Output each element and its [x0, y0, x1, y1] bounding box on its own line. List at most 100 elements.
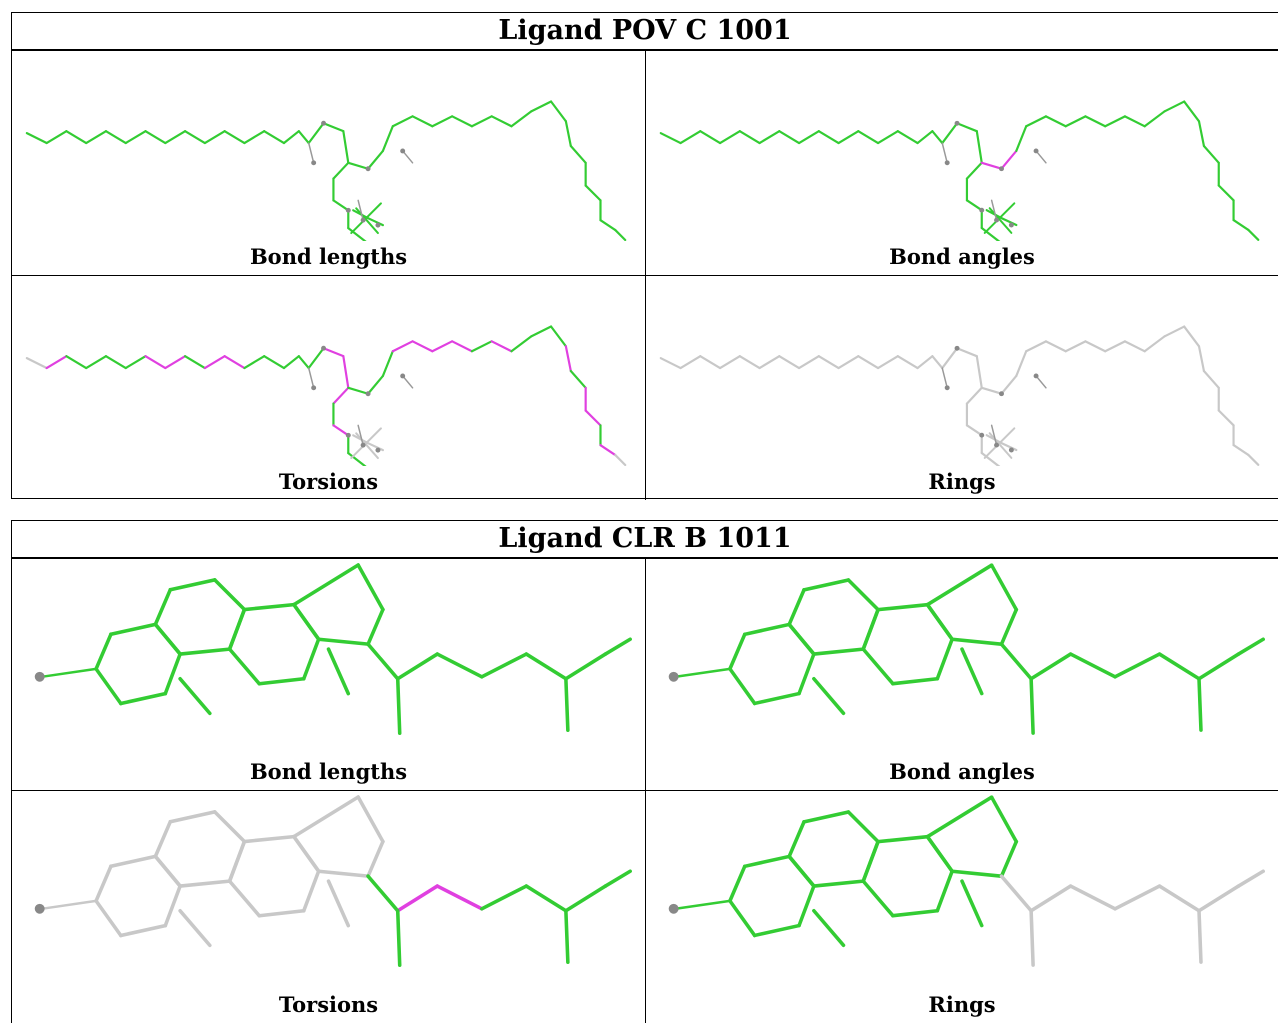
bond — [307, 142, 315, 164]
ring-bond — [846, 810, 880, 844]
bond — [524, 652, 568, 681]
bond — [164, 130, 187, 145]
bond — [837, 355, 860, 370]
bond — [584, 409, 602, 427]
ring-bond — [366, 839, 385, 878]
bond — [366, 149, 384, 170]
bond — [451, 115, 474, 128]
bond — [549, 100, 567, 123]
panel-torsions: Torsions — [12, 276, 645, 500]
bond — [144, 130, 167, 145]
ligand-table-clr: Ligand CLR B 1011 Bond lengths Bond angl… — [11, 520, 1278, 1023]
atom — [400, 148, 406, 154]
ring-bond — [168, 578, 217, 592]
panel-label: Bond angles — [889, 759, 1035, 784]
bond — [876, 355, 899, 370]
bond — [1113, 884, 1162, 911]
bond — [674, 899, 732, 911]
panel-label: Rings — [928, 992, 996, 1017]
ring-bond — [846, 578, 880, 612]
ring-bond — [227, 879, 262, 918]
ring-bond — [812, 647, 866, 656]
panel-rings: Rings — [645, 791, 1278, 1023]
bond — [1163, 100, 1186, 113]
molecule-diagram — [25, 100, 627, 241]
bond — [1029, 676, 1035, 735]
bond — [243, 355, 266, 370]
bond — [164, 355, 187, 370]
bond — [85, 130, 108, 145]
ring-bond — [153, 622, 182, 656]
ring-bond — [876, 602, 930, 612]
bond — [391, 115, 414, 128]
bond — [955, 347, 978, 358]
ring-bond — [742, 854, 791, 869]
panel-bond-angles: Bond angles — [645, 559, 1278, 790]
ring-bond — [728, 632, 747, 671]
bond — [1123, 340, 1146, 353]
ring-bond — [891, 908, 940, 918]
bond — [1236, 869, 1265, 888]
ring-bond — [802, 810, 851, 824]
bond — [347, 227, 367, 241]
bond — [1232, 218, 1250, 232]
bond — [1035, 150, 1047, 164]
bond — [1084, 340, 1107, 353]
panel-bond-lengths: Bond lengths — [12, 559, 645, 790]
bond — [282, 355, 300, 370]
bond — [203, 130, 226, 145]
bond — [1044, 115, 1067, 128]
bond — [965, 199, 983, 212]
bond — [366, 442, 384, 452]
ring-bond — [168, 810, 217, 824]
ring-bond — [925, 834, 954, 874]
bond — [342, 130, 350, 164]
bond — [941, 142, 948, 164]
molecule-diagram — [668, 563, 1265, 735]
ring-bond — [728, 899, 757, 938]
bond — [307, 122, 325, 145]
ring-bond — [797, 884, 816, 928]
atom — [360, 217, 366, 223]
ligand-table-pov: Ligand POV C 1001 Bond lengths Bond angl… — [11, 12, 1278, 500]
bond — [941, 347, 959, 370]
bond — [435, 884, 484, 911]
bond — [584, 184, 602, 202]
bond — [45, 130, 68, 145]
bond — [1000, 374, 1018, 395]
atom — [345, 207, 351, 213]
bond — [975, 130, 983, 164]
bond — [65, 130, 88, 145]
bond — [1202, 144, 1220, 164]
bond — [307, 367, 315, 389]
bond — [876, 130, 899, 145]
bond — [1217, 409, 1235, 427]
bond — [282, 130, 300, 145]
ring-bond — [163, 652, 182, 696]
panel-row: Bond lengths Bond angles — [12, 50, 1278, 275]
ring-bond — [109, 622, 158, 637]
atom — [375, 222, 381, 228]
bond — [395, 652, 440, 681]
bond — [1025, 340, 1048, 353]
bond — [381, 350, 394, 378]
atom — [954, 345, 960, 351]
atom — [999, 166, 1004, 172]
bond — [395, 909, 402, 967]
bond — [411, 115, 434, 128]
bond — [812, 676, 846, 716]
bond — [1084, 115, 1107, 128]
atom — [1033, 373, 1039, 379]
bond — [470, 115, 493, 128]
atom — [360, 442, 366, 448]
bond — [65, 355, 88, 370]
bond — [1104, 340, 1127, 353]
bond — [1197, 652, 1241, 681]
bond — [931, 130, 944, 145]
bond — [490, 340, 513, 353]
ring-bond — [861, 607, 880, 651]
bond — [203, 355, 226, 370]
ring-bond — [999, 839, 1019, 878]
bond — [1183, 100, 1201, 123]
bond — [357, 424, 364, 446]
